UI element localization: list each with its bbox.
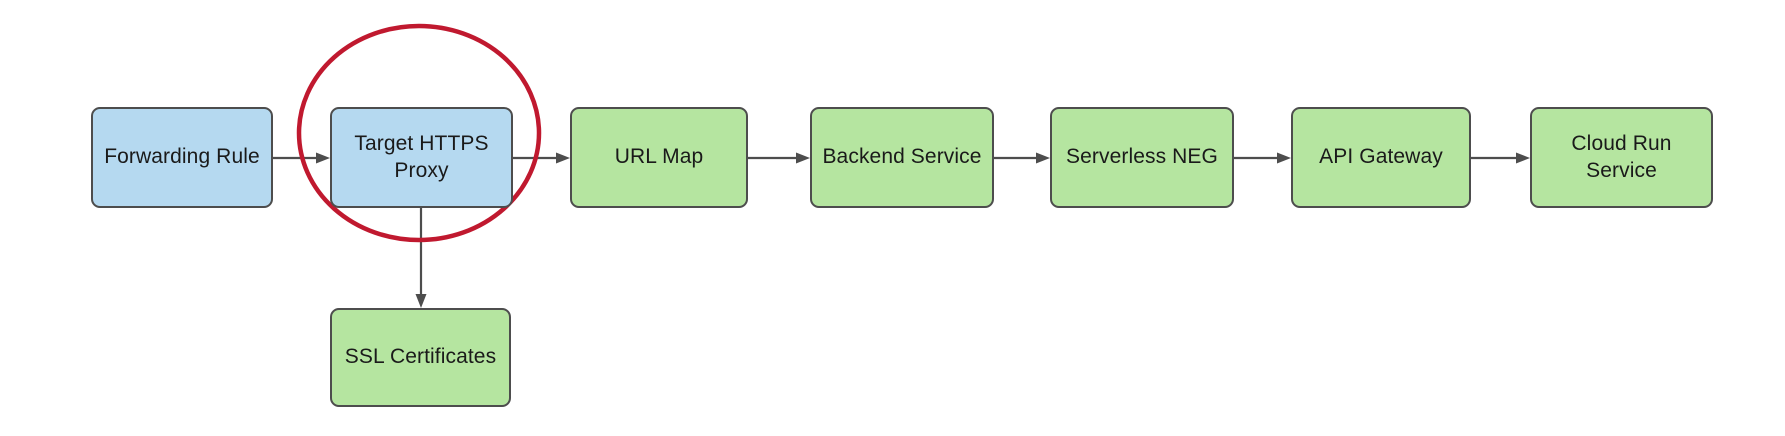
node-url-map-label: URL Map xyxy=(614,145,704,169)
edge-serverless-neg-to-api-gateway xyxy=(1234,152,1291,164)
edge-api-gateway-to-cloud-run-service xyxy=(1471,152,1530,164)
edge-forwarding-rule-to-target-https-proxy xyxy=(273,152,330,164)
node-target-https-proxy[interactable]: Target HTTPS Proxy xyxy=(330,107,513,208)
node-api-gateway-label: API Gateway xyxy=(1319,145,1443,169)
node-serverless-neg[interactable]: Serverless NEG xyxy=(1050,107,1234,208)
edge-url-map-to-backend-service xyxy=(748,152,810,164)
node-api-gateway[interactable]: API Gateway xyxy=(1291,107,1471,208)
node-target-https-proxy-label: Target HTTPS Proxy xyxy=(354,131,489,182)
node-ssl-certificates[interactable]: SSL Certificates xyxy=(330,308,511,407)
node-backend-service-label: Backend Service xyxy=(822,145,982,169)
node-url-map[interactable]: URL Map xyxy=(570,107,748,208)
node-backend-service[interactable]: Backend Service xyxy=(810,107,994,208)
node-cloud-run-service-label: Cloud Run Service xyxy=(1571,131,1672,182)
node-cloud-run-service[interactable]: Cloud Run Service xyxy=(1530,107,1713,208)
node-serverless-neg-label: Serverless NEG xyxy=(1066,145,1218,169)
node-ssl-certificates-label: SSL Certificates xyxy=(344,345,497,369)
node-forwarding-rule-label: Forwarding Rule xyxy=(104,145,260,169)
edge-target-https-proxy-to-url-map xyxy=(513,152,570,164)
edge-backend-service-to-serverless-neg xyxy=(994,152,1050,164)
edge-target-https-proxy-to-ssl-certificates xyxy=(415,208,427,308)
node-forwarding-rule[interactable]: Forwarding Rule xyxy=(91,107,273,208)
